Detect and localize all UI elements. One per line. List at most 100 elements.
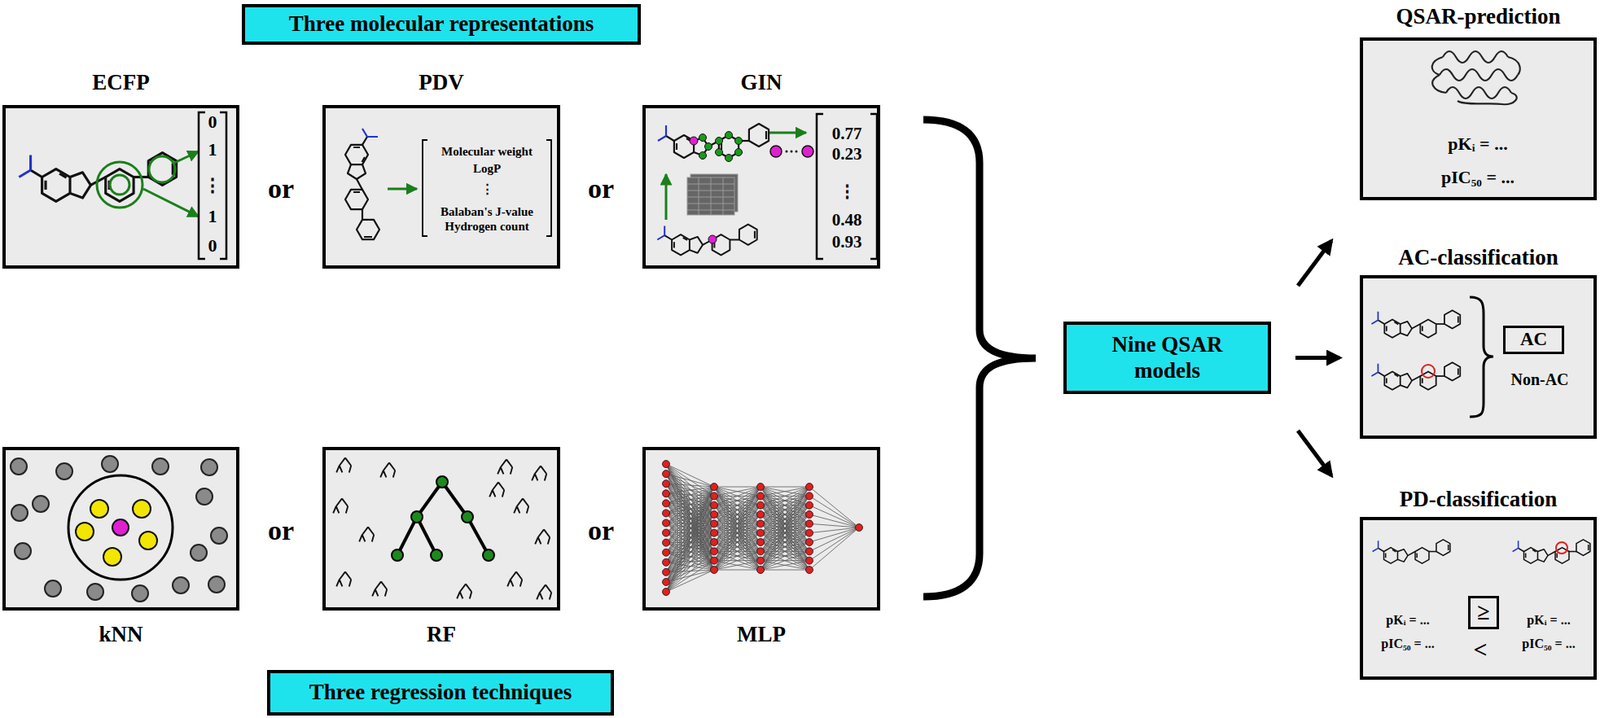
technique-box: kNN [2,447,240,611]
data-point [152,458,169,475]
neuron [806,520,814,528]
box-text: Three regression techniques [309,679,573,706]
neuron [757,547,765,556]
neuron [806,556,814,565]
data-point [210,527,228,544]
vector-entry: 0 [208,112,218,132]
box-heading: ECFP [92,70,150,96]
rf-illustration [333,457,552,600]
neuron [662,519,671,527]
vector-entry: 0 [208,236,218,256]
data-point [44,580,62,597]
ecfp-illustration [18,112,227,259]
data-point [172,577,189,594]
neuron [662,499,671,508]
class-label: Non-AC [1510,370,1569,389]
embedding-value: 0.93 [832,232,863,252]
neuron [806,492,814,500]
descriptor-name: Balaban's J-value [440,205,534,220]
data-point [87,583,104,601]
neuron [710,483,719,491]
neuron [806,483,814,491]
neuron [710,529,719,537]
neuron [757,529,765,537]
box-heading: MLP [736,622,786,648]
box-text: ≥ [1477,599,1490,626]
neuron [710,501,719,509]
arrow-connector [1295,355,1340,360]
data-point [190,544,207,562]
vector-entry: 1 [208,206,218,227]
pd-illustration [1372,539,1591,564]
or-word: or [587,173,614,204]
data-point [131,585,149,602]
or-word: or [587,515,614,546]
neuron [662,529,671,537]
neuron [757,556,765,565]
technique-box: MLP [642,447,881,611]
comparison-box: ≥ [1468,596,1500,630]
affinity-label: pKᵢ = ... [1526,613,1570,628]
task-box: AC-classificationAC [1359,275,1597,439]
embedding-value: 0.77 [832,124,863,144]
neuron [662,509,671,518]
box-text: Three molecular representations [289,11,594,37]
neuron [757,492,765,500]
data-point [201,459,218,476]
affinity-label: pKᵢ = ... [1385,613,1430,628]
neuron [757,539,765,547]
or-word: or [267,515,294,546]
box-heading: PD-classification [1399,486,1557,513]
technique-box: RF [322,447,561,611]
neuron [662,539,671,547]
box-heading: GIN [740,70,782,96]
neuron [710,566,719,575]
neuron [757,566,765,575]
descriptor-name: LogP [473,162,501,176]
neuron [662,480,671,488]
embedding-value: 0.48 [832,210,863,230]
network-weights [666,464,860,592]
neuron [806,566,814,575]
curly-brace [923,119,1036,597]
neuron [757,520,765,528]
neuron [710,520,719,528]
pdv-illustration [345,128,552,240]
neuron [757,483,765,491]
data-point [196,488,213,505]
neuron [710,547,719,556]
box-fill [2,37,1597,680]
data-point [11,504,28,522]
data-point [32,495,49,513]
neuron [806,511,814,519]
affinity-label: pIC₅₀ = ... [1380,636,1434,652]
box-text: Nine QSAR models [1090,332,1245,383]
class-box: AC [1503,325,1565,355]
neuron [757,501,765,509]
neuron [757,511,765,519]
embedding-value: ⋮ [838,182,856,202]
gin-illustration [657,113,877,259]
box-heading: RF [426,622,456,648]
descriptor-name: Molecular weight [441,144,533,159]
mlp-illustration [662,460,864,597]
arrow-connector [1297,430,1332,476]
box-text: AC [1520,328,1548,351]
neuron [662,558,671,566]
ac-illustration [1371,297,1494,417]
neuron [710,539,719,547]
affinity-label: pIC₅₀ = ... [1441,167,1515,188]
representation-box: PDV [322,105,561,269]
neuron [855,524,864,532]
neuron [806,529,814,537]
model-box: Nine QSAR models [1063,321,1272,395]
or-word: or [267,173,294,204]
title-band: Three molecular representations [241,4,641,45]
data-point [101,455,119,473]
neuron [662,548,671,557]
neuron [662,460,671,469]
descriptor-name: ⋮ [481,182,494,197]
neuron [806,547,814,556]
vector-entry: ⋮ [203,175,222,196]
